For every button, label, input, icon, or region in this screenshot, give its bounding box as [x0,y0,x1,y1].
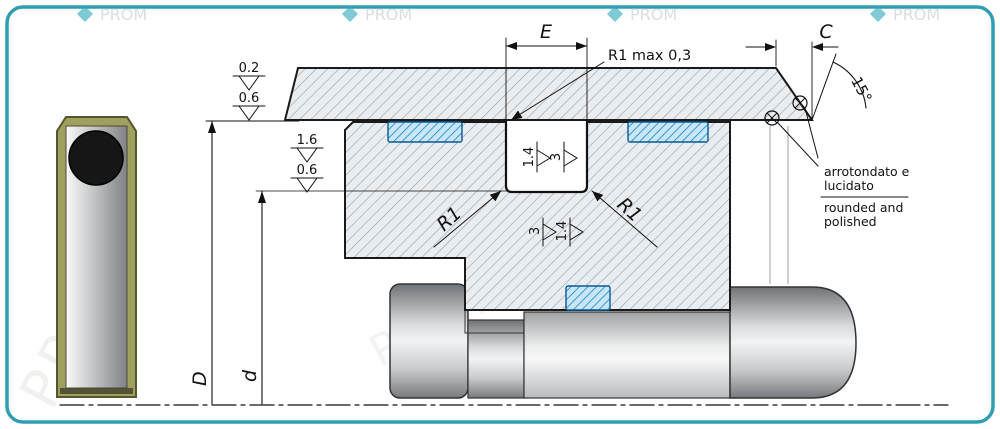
arrowhead [576,42,587,50]
rod [523,311,731,399]
watermark-text: PROM [365,5,412,24]
edge-mark-cross [794,97,806,109]
edge-mark-circle [764,110,780,126]
seal-cross-section [56,116,137,398]
roughness-symbol-groove: 1.4 3 [522,141,578,173]
dim-label-D: D [189,371,211,386]
leader-r1-left [433,190,502,248]
cylinder-bar-section [283,67,814,121]
arrowhead [208,121,216,133]
roughness-value: 0.6 [297,163,318,178]
shaft-parts [389,126,857,399]
dim-label-C: C [819,21,833,43]
wear-ring-right [627,121,709,143]
seal-bottom-edge [60,388,133,394]
edge-mark-cross [766,112,778,124]
watermark-diamond [77,6,93,22]
note-italian-line2: lucidato [824,178,874,193]
roughness-value: 3 [549,153,564,161]
angle-leg [811,53,837,121]
note-leader [804,107,819,159]
wear-rings [387,121,709,311]
watermark-diamond [607,6,623,22]
roughness-value: 1.4 [522,147,537,168]
groove-block-section [344,121,731,311]
arrowhead [506,42,517,50]
seal-groove [504,121,589,194]
step-outline [464,310,525,397]
watermark-text: PROM [100,5,147,24]
watermark-diamond [870,6,886,22]
roughness-value: 0.6 [239,91,260,106]
roughness-symbol-top: 0.2 0.6 [232,61,266,121]
roughness-value: 1.6 [297,133,318,148]
roughness-symbol-groove-floor: 3 1.4 [528,217,584,247]
note-english-line2: polished [824,214,877,229]
watermark-text: PROM [893,5,940,24]
angle-arc [832,61,867,109]
note-leader [777,122,819,167]
note-italian-line1: arrotondato e [824,164,910,179]
shaft-step [467,319,525,399]
shaft-end-cylinder [729,286,857,399]
dim-label-E: E [540,21,552,43]
leader-r1max [510,61,605,121]
edge-mark-circle [792,95,808,111]
seal-element-lower [565,285,611,311]
arrowhead [765,43,776,51]
label-r1-max: R1 max 0,3 [608,48,691,64]
roughness-value: 3 [528,227,543,235]
watermark-text: PROM [630,5,677,24]
o-ring-energizer [68,130,124,186]
leader-r1-right [591,190,658,248]
roughness-value: 0.2 [239,61,260,76]
dim-label-d: d [239,369,261,382]
watermark-diamond [342,6,358,22]
roughness-symbol-block: 1.6 0.6 [290,133,324,193]
wear-ring-left [387,121,463,143]
arrowhead [812,43,823,51]
shaft-collar [389,283,469,399]
arrowhead [258,191,266,203]
note-english-line1: rounded and [824,200,903,215]
roughness-value: 1.4 [555,221,570,242]
